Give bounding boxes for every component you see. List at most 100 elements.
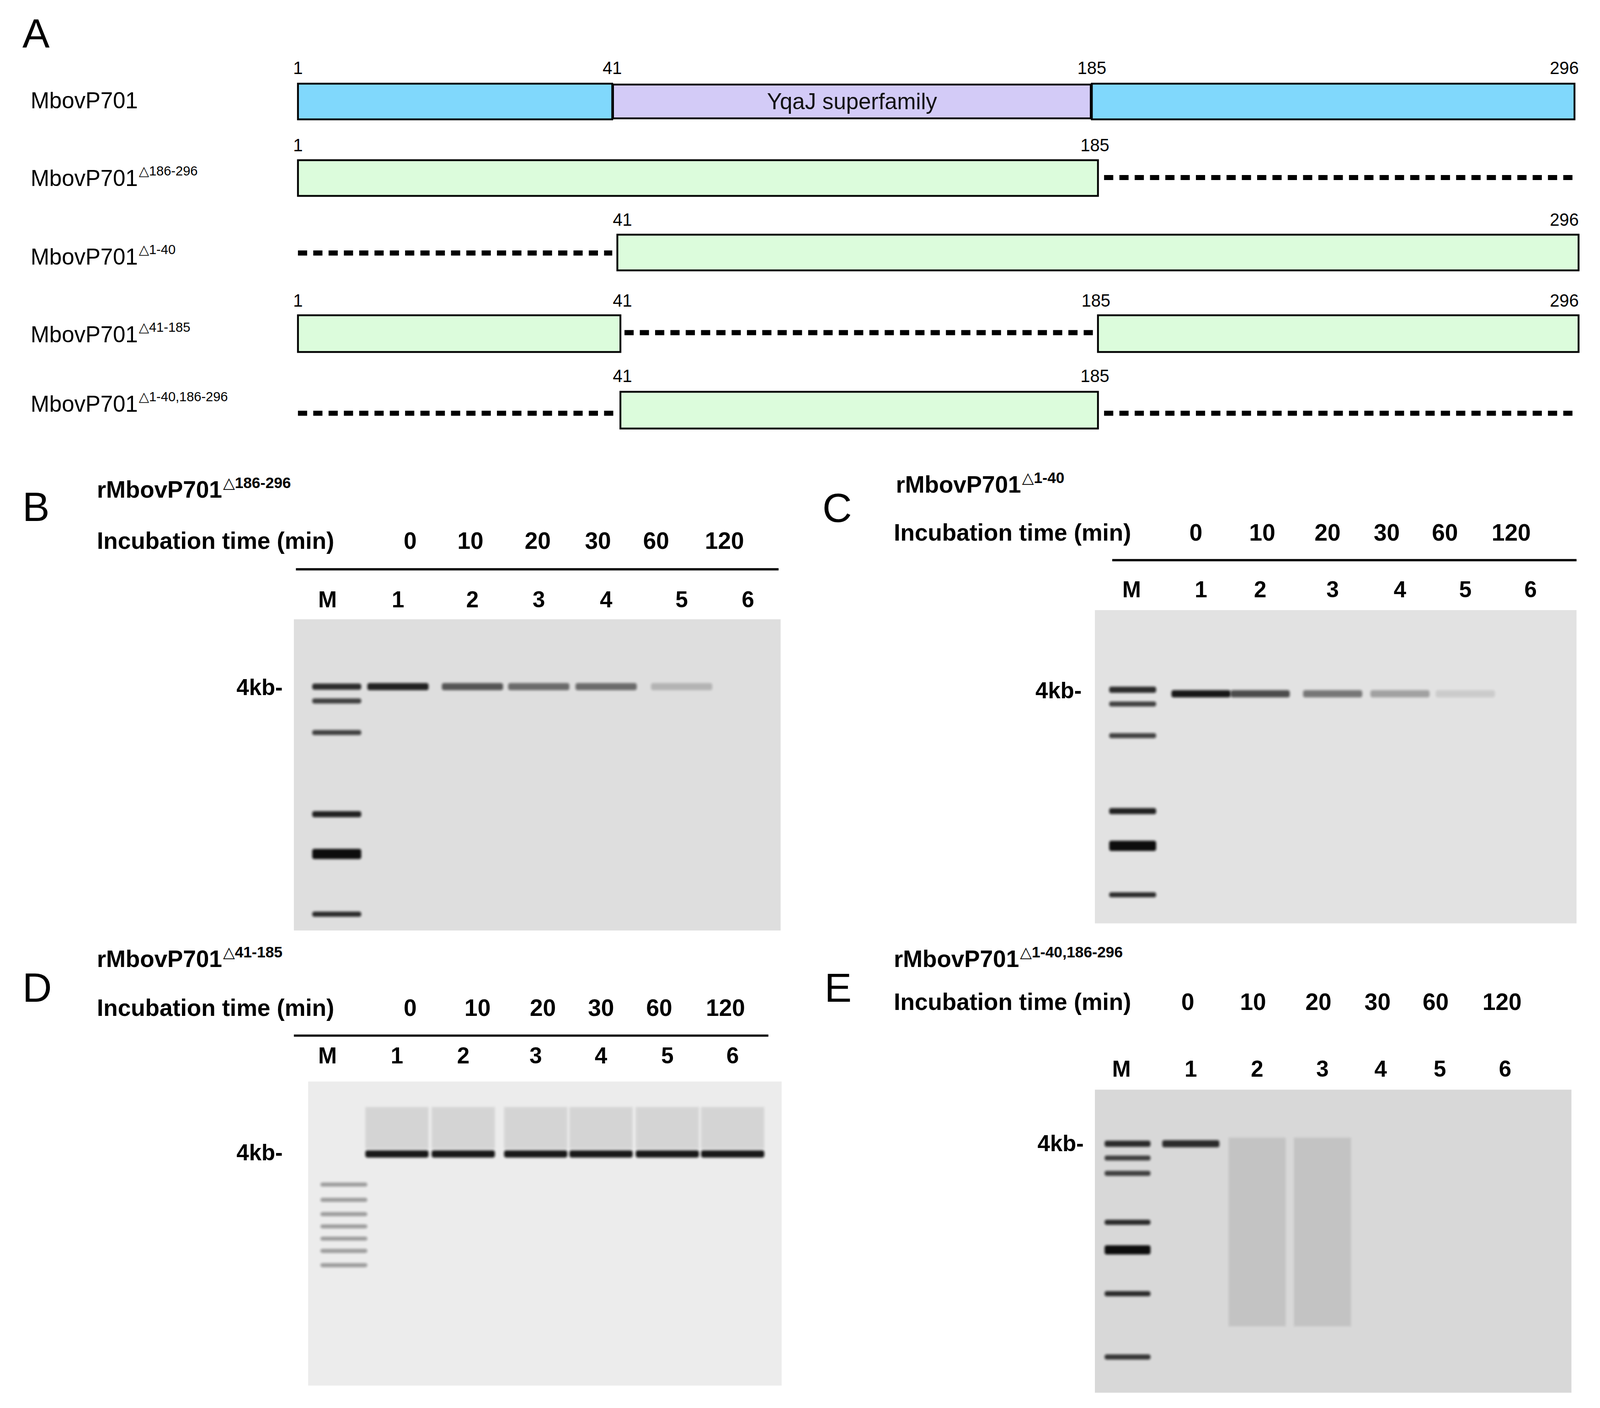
lane-number: 1: [1184, 1058, 1197, 1081]
gel-band: [365, 1150, 429, 1158]
lane-number: 2: [1250, 1058, 1264, 1081]
size-marker: 4kb-: [236, 676, 283, 699]
residue-number: 185: [1080, 137, 1110, 155]
gel-band: [1435, 690, 1495, 698]
time-point: 60: [1422, 990, 1449, 1014]
gel-band: [320, 1212, 368, 1217]
gel-band: [1109, 841, 1157, 852]
lane-number: 3: [1316, 1058, 1329, 1081]
domain-bar: [298, 83, 613, 120]
time-point: 120: [704, 529, 745, 553]
deletion-superscript: △1-40: [138, 243, 176, 257]
gel-smear: [431, 1107, 495, 1150]
lane-number: 1: [390, 1045, 404, 1068]
deletion-superscript: △186-296: [138, 164, 198, 178]
residue-number: 296: [1549, 211, 1579, 230]
lane-number: 2: [457, 1045, 470, 1068]
gel-smear: [1293, 1137, 1351, 1327]
residue-number: 296: [1549, 292, 1579, 310]
time-point: 30: [584, 529, 611, 553]
gel-band: [1109, 892, 1157, 898]
construct-name: MbovP701: [30, 167, 139, 190]
deleted-region: [298, 410, 617, 416]
gel-image: [308, 1082, 782, 1387]
domain-name: YqaJ superfamily: [767, 90, 938, 113]
residue-number: 41: [613, 292, 633, 310]
lane-number: 3: [1326, 578, 1339, 602]
gel-image: [293, 619, 781, 931]
gel-band: [320, 1237, 368, 1242]
gel-smear: [365, 1107, 429, 1150]
lane-number: 6: [1498, 1058, 1512, 1081]
lane-number: 5: [675, 588, 688, 612]
construct-bar: [298, 315, 621, 352]
construct-bar: [1098, 315, 1579, 352]
gel-smear: [569, 1107, 633, 1150]
deletion-superscript: △186-296: [223, 475, 292, 491]
lane-number: M: [1122, 578, 1142, 602]
protein-name: rMbovP701: [893, 947, 1019, 971]
deleted-region: [1104, 175, 1575, 181]
gel-band: [320, 1224, 368, 1229]
gel-band: [635, 1150, 699, 1158]
residue-number: 185: [1077, 59, 1107, 78]
axis-title: Incubation time (min): [893, 990, 1131, 1014]
lane-number: 2: [1253, 578, 1267, 602]
axis-title: Incubation time (min): [893, 521, 1131, 545]
lane-number: 4: [594, 1045, 608, 1068]
gel-band: [367, 683, 429, 691]
gel-band: [320, 1263, 368, 1268]
gel-band: [1104, 1291, 1151, 1297]
header-rule: [1112, 559, 1577, 562]
lane-number: M: [1112, 1058, 1131, 1081]
lane-number: 1: [391, 588, 405, 612]
deletion-superscript: △41-185: [138, 320, 191, 335]
construct-name: MbovP701: [30, 393, 139, 416]
lane-number: 6: [1524, 578, 1537, 602]
gel-band: [1109, 701, 1157, 707]
lane-number: 5: [1459, 578, 1472, 602]
time-point: 20: [524, 529, 551, 553]
time-point: 10: [464, 996, 491, 1020]
time-point: 0: [403, 529, 417, 553]
gel-band: [1109, 808, 1157, 815]
gel-image: [1094, 1089, 1572, 1393]
gel-band: [1109, 687, 1157, 694]
deletion-superscript: △41-185: [223, 944, 283, 960]
protein-name: rMbovP701: [896, 473, 1022, 497]
protein-name: rMbovP701: [96, 947, 223, 971]
time-point: 20: [529, 996, 556, 1020]
gel-band: [1171, 690, 1231, 698]
time-point: 60: [643, 529, 670, 553]
gel-band: [1104, 1155, 1151, 1161]
time-point: 30: [1373, 521, 1400, 545]
residue-number: 41: [613, 368, 633, 386]
deletion-superscript: △1-40: [1022, 470, 1065, 486]
residue-number: 1: [293, 137, 303, 155]
gel-band: [569, 1150, 633, 1158]
lane-number: 1: [1194, 578, 1208, 602]
gel-band: [650, 683, 713, 691]
time-point: 10: [1249, 521, 1276, 545]
time-point: 0: [403, 996, 417, 1020]
header-rule: [295, 568, 779, 571]
time-point: 10: [457, 529, 484, 553]
deletion-superscript: △1-40,186-296: [138, 390, 229, 404]
gel-band: [1104, 1141, 1151, 1147]
lane-number: 3: [529, 1045, 542, 1068]
gel-band: [312, 811, 362, 818]
gel-band: [312, 698, 362, 704]
panel-letter: E: [824, 967, 853, 1009]
axis-title: Incubation time (min): [96, 529, 335, 553]
panel-letter: C: [822, 487, 852, 529]
gel-band: [575, 683, 637, 691]
gel-band: [1370, 690, 1430, 698]
gel-band: [312, 683, 362, 690]
time-point: 10: [1240, 990, 1267, 1014]
construct-name: MbovP701: [30, 245, 139, 269]
residue-number: 41: [613, 211, 633, 230]
construct-bar: [620, 391, 1099, 429]
gel-smear: [1228, 1137, 1286, 1327]
deleted-region: [1104, 410, 1575, 416]
lane-number: 6: [726, 1045, 739, 1068]
